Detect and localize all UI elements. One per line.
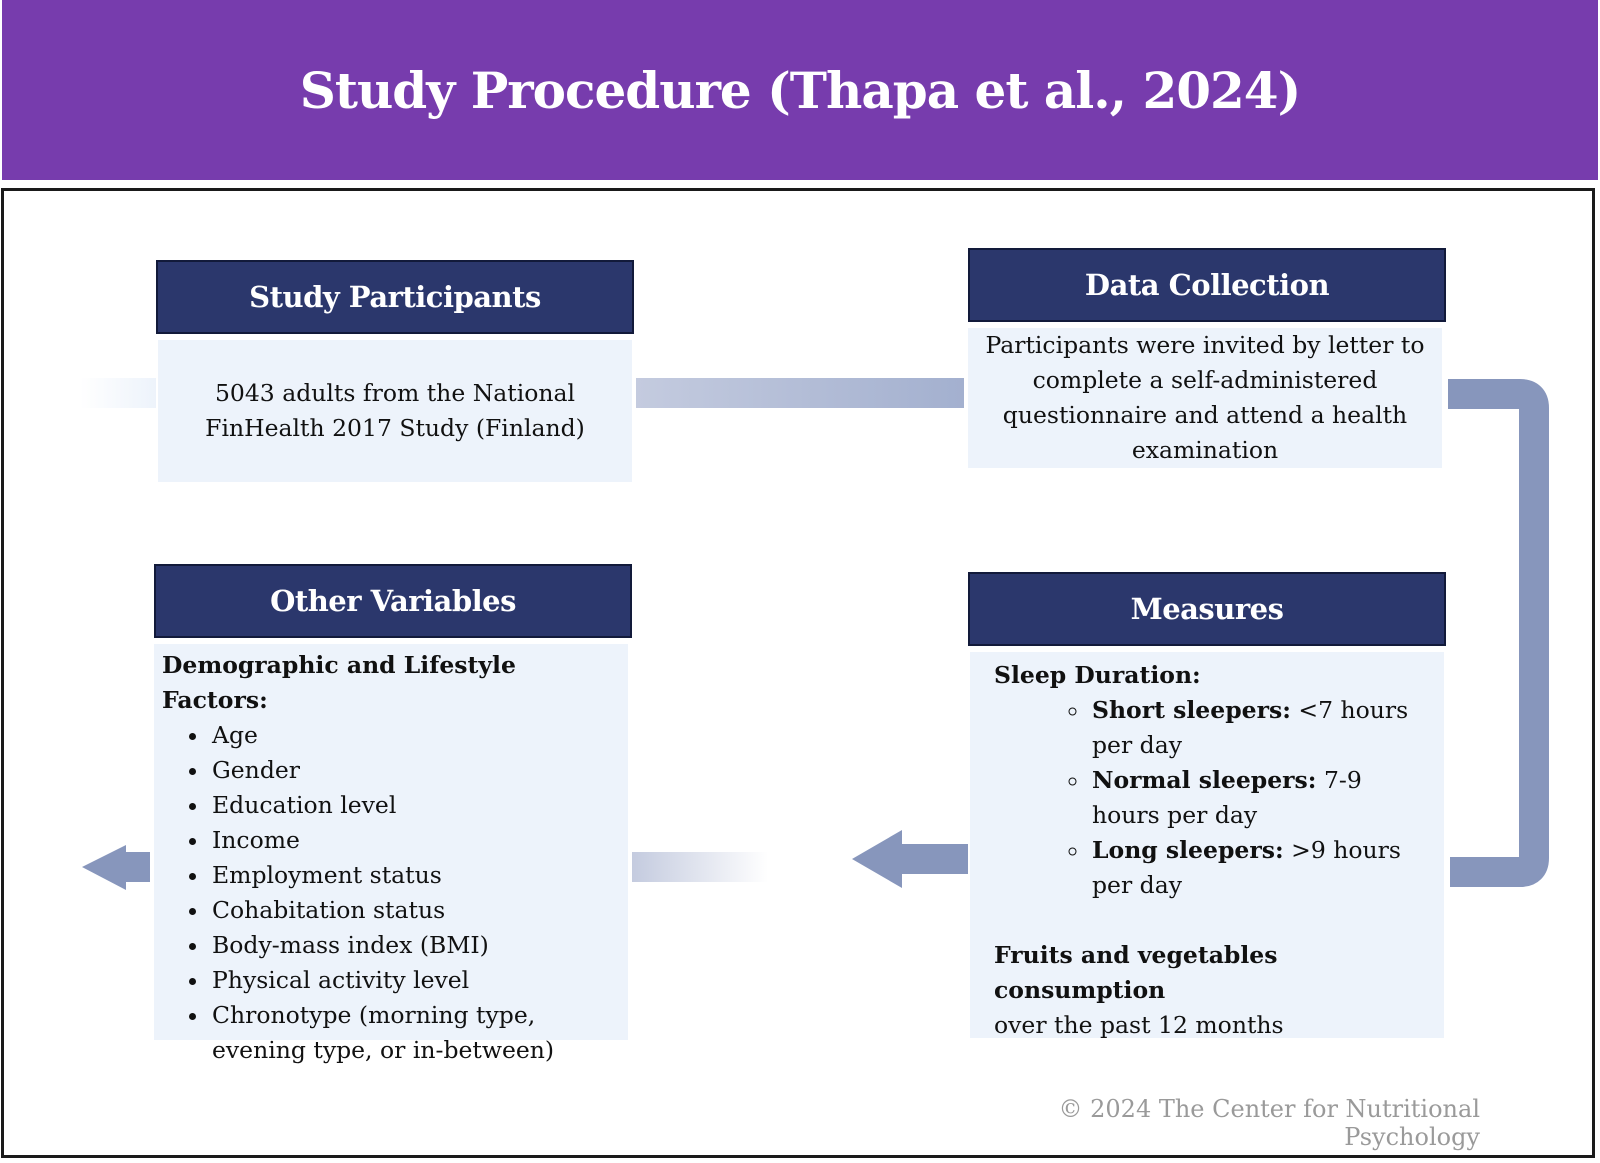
list-item: Education level [210,788,620,823]
other-variables-heading: Other Variables [154,564,632,638]
connector-left-fade [80,378,156,408]
connector-participants-to-collection [636,378,964,408]
sleep-item-detail: 7-9 hours per day [1092,766,1362,829]
list-item: Chronotype (morning type, evening type, … [210,998,620,1068]
sleep-item-detail: <7 hours per day [1092,696,1409,759]
data-collection-body: Participants were invited by letter to c… [968,328,1442,468]
other-variables-list: Age Gender Education level Income Employ… [162,718,620,1068]
list-item: Normal sleepers: 7-9 hours per day [1090,763,1430,833]
measures-heading: Measures [968,572,1446,646]
arrow-left-measures-icon [852,830,968,888]
list-item: Gender [210,753,620,788]
sleep-duration-list: Short sleepers: <7 hours per day Normal … [994,693,1430,903]
measures-heading-text: Measures [1130,592,1284,626]
page-title: Study Procedure (Thapa et al., 2024) [299,60,1302,120]
list-item: Age [210,718,620,753]
copyright-notice: © 2024 The Center for Nutritional Psycho… [1058,1095,1481,1151]
list-item: Long sleepers: >9 hours per day [1090,833,1430,903]
other-variables-subheading: Demographic and Lifestyle Factors: [162,651,516,714]
list-item: Short sleepers: <7 hours per day [1090,693,1430,763]
participants-heading: Study Participants [156,260,634,334]
data-collection-heading: Data Collection [968,248,1446,322]
data-collection-text: Participants were invited by letter to c… [985,331,1425,464]
participants-heading-text: Study Participants [249,280,541,314]
list-item: Cohabitation status [210,893,620,928]
sleep-duration-label: Sleep Duration: [994,661,1201,689]
sleep-item-label: Short sleepers: [1092,696,1291,724]
other-variables-heading-text: Other Variables [270,584,516,618]
fruits-vegetables-detail: over the past 12 months [994,1011,1284,1039]
participants-body: 5043 adults from the National FinHealth … [158,340,632,482]
sleep-item-label: Long sleepers: [1092,836,1284,864]
list-item: Body-mass index (BMI) [210,928,620,963]
participants-text: 5043 adults from the National FinHealth … [205,379,585,442]
arrow-left-output-icon [82,845,150,890]
list-item: Income [210,823,620,858]
list-item: Employment status [210,858,620,893]
list-item: Physical activity level [210,963,620,998]
fruits-vegetables-label: Fruits and vegetables consumption [994,941,1278,1004]
measures-body: Sleep Duration: Short sleepers: <7 hours… [970,652,1444,1039]
sleep-item-label: Normal sleepers: [1092,766,1317,794]
elbow-connector [1448,379,1549,887]
other-variables-body: Demographic and Lifestyle Factors: Age G… [154,644,628,1064]
title-banner: Study Procedure (Thapa et al., 2024) [2,0,1598,180]
connector-other-fade [632,852,768,882]
sleep-item-detail: >9 hours per day [1092,836,1401,899]
data-collection-heading-text: Data Collection [1084,268,1330,302]
